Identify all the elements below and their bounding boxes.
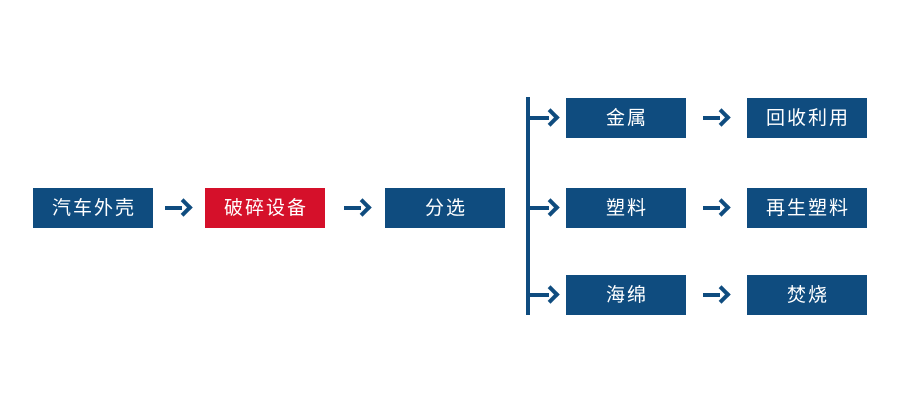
node-label: 塑料 <box>605 197 648 219</box>
node-plastic[interactable]: 塑料 <box>566 188 686 228</box>
branch-arrow-metal <box>528 107 560 129</box>
arrow-shaft <box>703 206 720 210</box>
node-label: 破碎设备 <box>223 197 308 219</box>
arrow-shaft <box>528 116 549 120</box>
node-label: 回收利用 <box>765 107 850 129</box>
node-label: 汽车外壳 <box>51 197 136 219</box>
node-sponge[interactable]: 海绵 <box>566 275 686 315</box>
arrow-metal-to-recycling <box>703 107 731 129</box>
arrow-head-icon <box>712 198 731 217</box>
node-label: 再生塑料 <box>765 197 850 219</box>
arrow-head-icon <box>541 285 560 304</box>
node-label: 金属 <box>605 107 648 129</box>
arrow-sponge-to-incineration <box>703 284 731 306</box>
arrow-head-icon <box>712 108 731 127</box>
arrow-shredder-to-sorting <box>344 197 372 219</box>
arrow-plastic-to-recycled-plastic <box>703 197 731 219</box>
arrow-shaft <box>703 293 720 297</box>
node-car-shell[interactable]: 汽车外壳 <box>33 188 153 228</box>
arrow-shaft <box>344 206 361 210</box>
arrow-head-icon <box>541 198 560 217</box>
arrow-head-icon <box>353 198 372 217</box>
branch-arrow-sponge <box>528 284 560 306</box>
arrow-shaft <box>528 206 549 210</box>
arrow-head-icon <box>712 285 731 304</box>
branch-arrow-plastic <box>528 197 560 219</box>
node-incineration[interactable]: 焚烧 <box>747 275 867 315</box>
arrow-shell-to-shredder <box>165 197 193 219</box>
arrow-head-icon <box>541 108 560 127</box>
node-sorting[interactable]: 分选 <box>385 188 505 228</box>
node-recycling-reuse[interactable]: 回收利用 <box>747 98 867 138</box>
node-label: 焚烧 <box>786 284 829 306</box>
arrow-shaft <box>703 116 720 120</box>
node-label: 海绵 <box>605 284 648 306</box>
node-label: 分选 <box>424 197 467 219</box>
arrow-shaft <box>528 293 549 297</box>
arrow-shaft <box>165 206 182 210</box>
node-recycled-plastic[interactable]: 再生塑料 <box>747 188 867 228</box>
node-metal[interactable]: 金属 <box>566 98 686 138</box>
node-shredding-equipment[interactable]: 破碎设备 <box>205 188 325 228</box>
arrow-head-icon <box>174 198 193 217</box>
